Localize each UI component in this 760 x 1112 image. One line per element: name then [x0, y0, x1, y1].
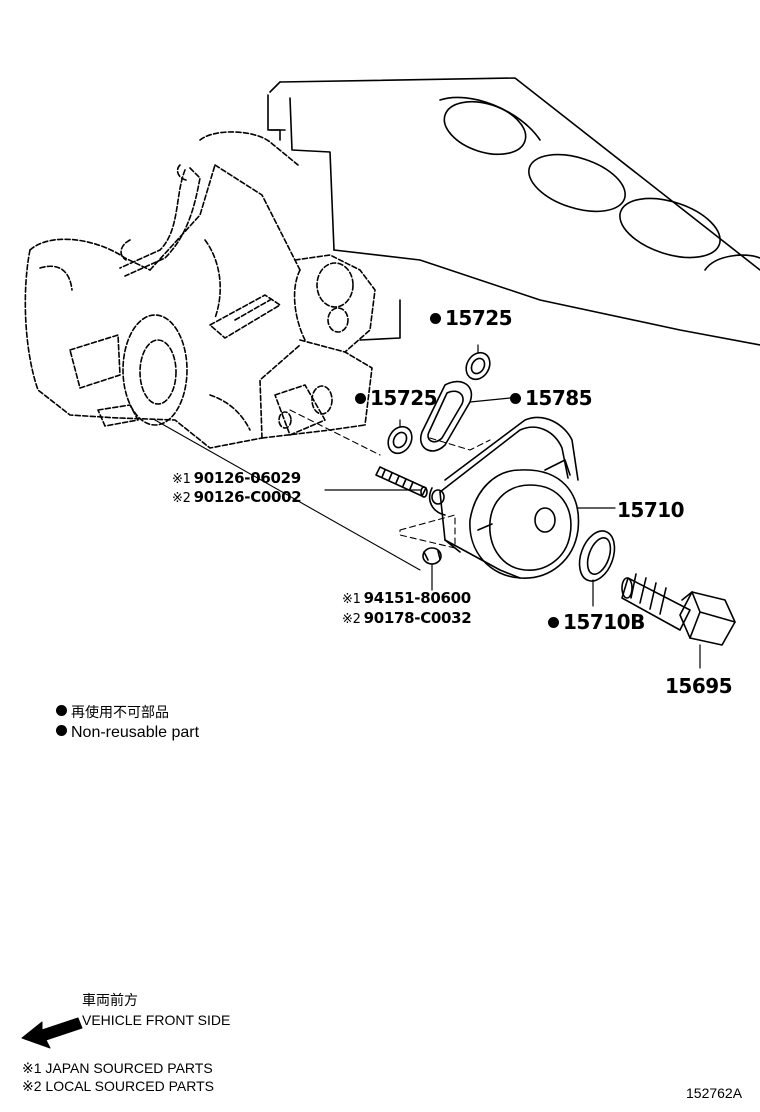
legend-dot-icon — [56, 705, 67, 716]
leader-15785 — [469, 397, 511, 403]
front-arrow-icon — [21, 1017, 83, 1049]
guide-line-housing — [154, 419, 421, 571]
seal-upper-drawing — [465, 351, 491, 381]
oring-drawing — [578, 530, 616, 582]
figure-id: 152762A — [686, 1085, 743, 1101]
guide-line-gasket — [429, 437, 491, 451]
guide-line-stud — [289, 409, 381, 456]
callout-gasket: 15785 — [510, 388, 593, 408]
nut-drawing — [422, 547, 442, 565]
legend-dot-icon — [56, 725, 67, 736]
non-reusable-dot-icon — [355, 393, 366, 404]
legend-non-reusable-en: Non-reusable part — [56, 725, 199, 741]
front-side-label-jp: 車両前方 — [82, 992, 138, 1008]
callout-seal-upper: 15725 — [430, 308, 513, 328]
non-reusable-dot-icon — [430, 313, 441, 324]
cylinder-block — [267, 77, 760, 346]
non-reusable-dot-icon — [548, 617, 559, 628]
note-local-sourced: ※2 LOCAL SOURCED PARTS — [22, 1078, 214, 1094]
note-japan-sourced: ※1 JAPAN SOURCED PARTS — [22, 1060, 213, 1076]
engine-housing — [24, 131, 376, 449]
union-bolt-drawing — [621, 573, 736, 646]
guide-line-nut — [399, 514, 456, 549]
callout-oring: 15710B — [548, 612, 645, 632]
front-side-label-en: VEHICLE FRONT SIDE — [82, 1012, 231, 1028]
stud-bolt-drawing — [375, 466, 428, 498]
callout-pump: 15710 — [617, 498, 685, 522]
gasket-drawing — [419, 380, 473, 452]
seal-lower-drawing — [387, 425, 413, 455]
non-reusable-dot-icon — [510, 393, 521, 404]
callout-seal-lower: 15725 — [355, 388, 438, 408]
leader-lines — [324, 344, 701, 669]
legend-non-reusable-jp: 再使用不可部品 — [56, 705, 169, 719]
vacuum-pump-drawing — [428, 416, 580, 579]
callout-union-bolt: 15695 — [665, 674, 733, 698]
